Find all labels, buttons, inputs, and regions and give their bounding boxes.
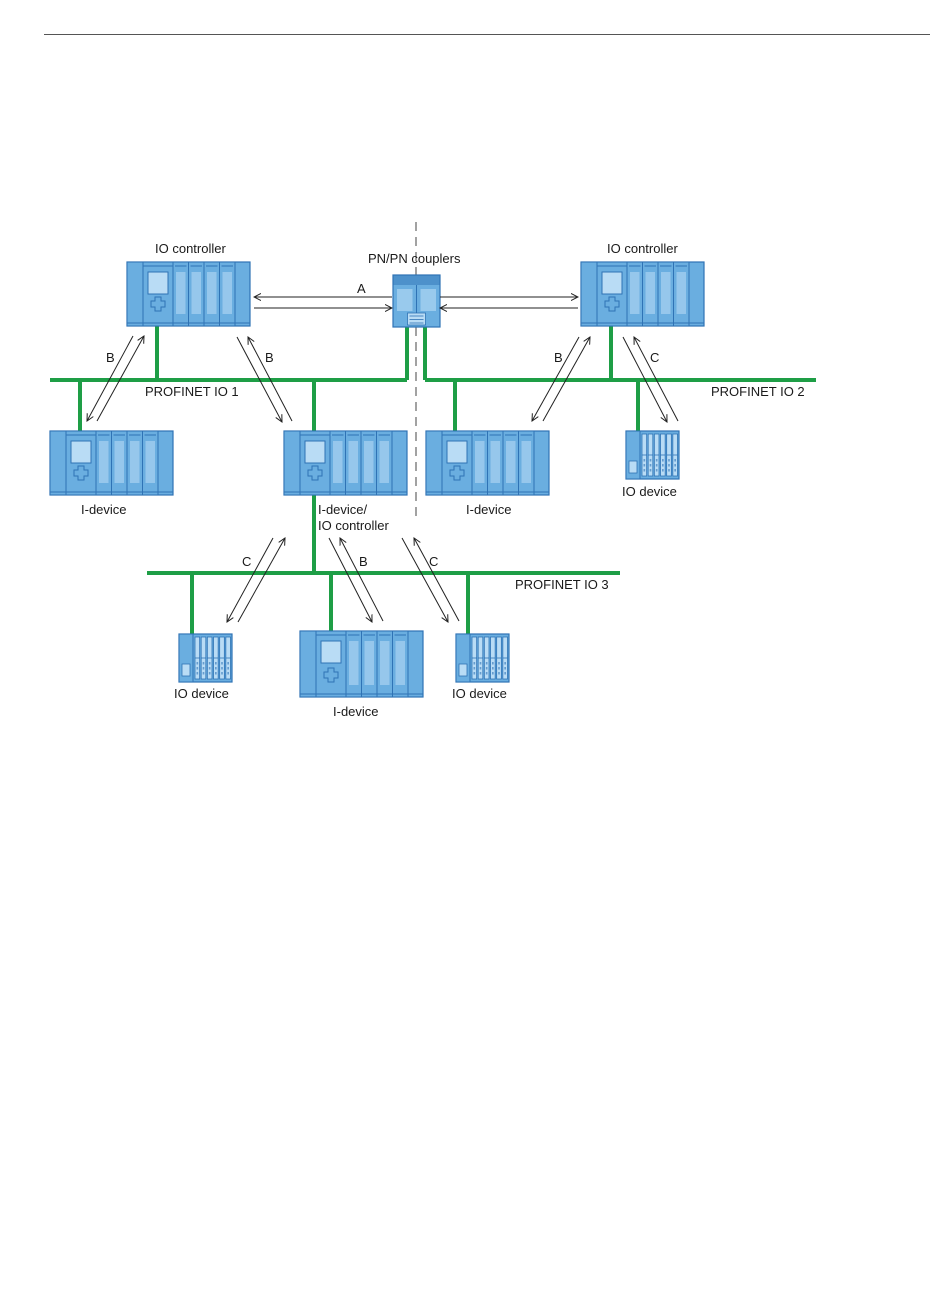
label-profinet-1: PROFINET IO 1 bbox=[145, 384, 239, 399]
label-io-device-bottom-right: IO device bbox=[452, 686, 507, 701]
letter-b3: B bbox=[554, 350, 563, 365]
arrow-c2-up bbox=[238, 538, 285, 622]
label-pn-couplers: PN/PN couplers bbox=[368, 251, 461, 266]
label-io-controller-left: IO controller bbox=[155, 241, 226, 256]
label-io-device-right: IO device bbox=[622, 484, 677, 499]
label-io-controller-right: IO controller bbox=[607, 241, 678, 256]
i-device-3-icon bbox=[426, 431, 549, 495]
label-idc-line2: IO controller bbox=[318, 518, 389, 533]
io-controller-left-icon bbox=[127, 262, 250, 326]
letter-b2: B bbox=[265, 350, 274, 365]
label-io-device-bottom-left: IO device bbox=[174, 686, 229, 701]
letter-a: A bbox=[357, 281, 366, 296]
label-i-device-1: I-device bbox=[81, 502, 127, 517]
i-device-1-icon bbox=[50, 431, 173, 495]
letter-b1: B bbox=[106, 350, 115, 365]
label-profinet-2: PROFINET IO 2 bbox=[711, 384, 805, 399]
arrow-c2-down bbox=[227, 538, 273, 622]
pn-pn-coupler-icon bbox=[393, 275, 440, 327]
label-i-device-2: I-device bbox=[333, 704, 379, 719]
arrow-b4-up bbox=[340, 538, 383, 621]
io-controller-right-icon bbox=[581, 262, 704, 326]
io-device-bottom-left-icon bbox=[179, 634, 232, 682]
io-device-right-icon bbox=[626, 431, 679, 479]
letter-b4: B bbox=[359, 554, 368, 569]
letter-c2: C bbox=[242, 554, 251, 569]
i-device-2-icon bbox=[300, 631, 423, 697]
arrow-c3-down bbox=[402, 538, 448, 622]
letter-c1: C bbox=[650, 350, 659, 365]
letter-c3: C bbox=[429, 554, 438, 569]
label-profinet-3: PROFINET IO 3 bbox=[515, 577, 609, 592]
label-i-device-3: I-device bbox=[466, 502, 512, 517]
devices bbox=[50, 262, 704, 697]
label-idc-line1: I-device/ bbox=[318, 502, 368, 517]
arrow-c3-up bbox=[414, 538, 459, 621]
i-device-io-controller-icon bbox=[284, 431, 407, 495]
io-device-bottom-right-icon bbox=[456, 634, 509, 682]
arrow-b4-down bbox=[329, 538, 372, 622]
